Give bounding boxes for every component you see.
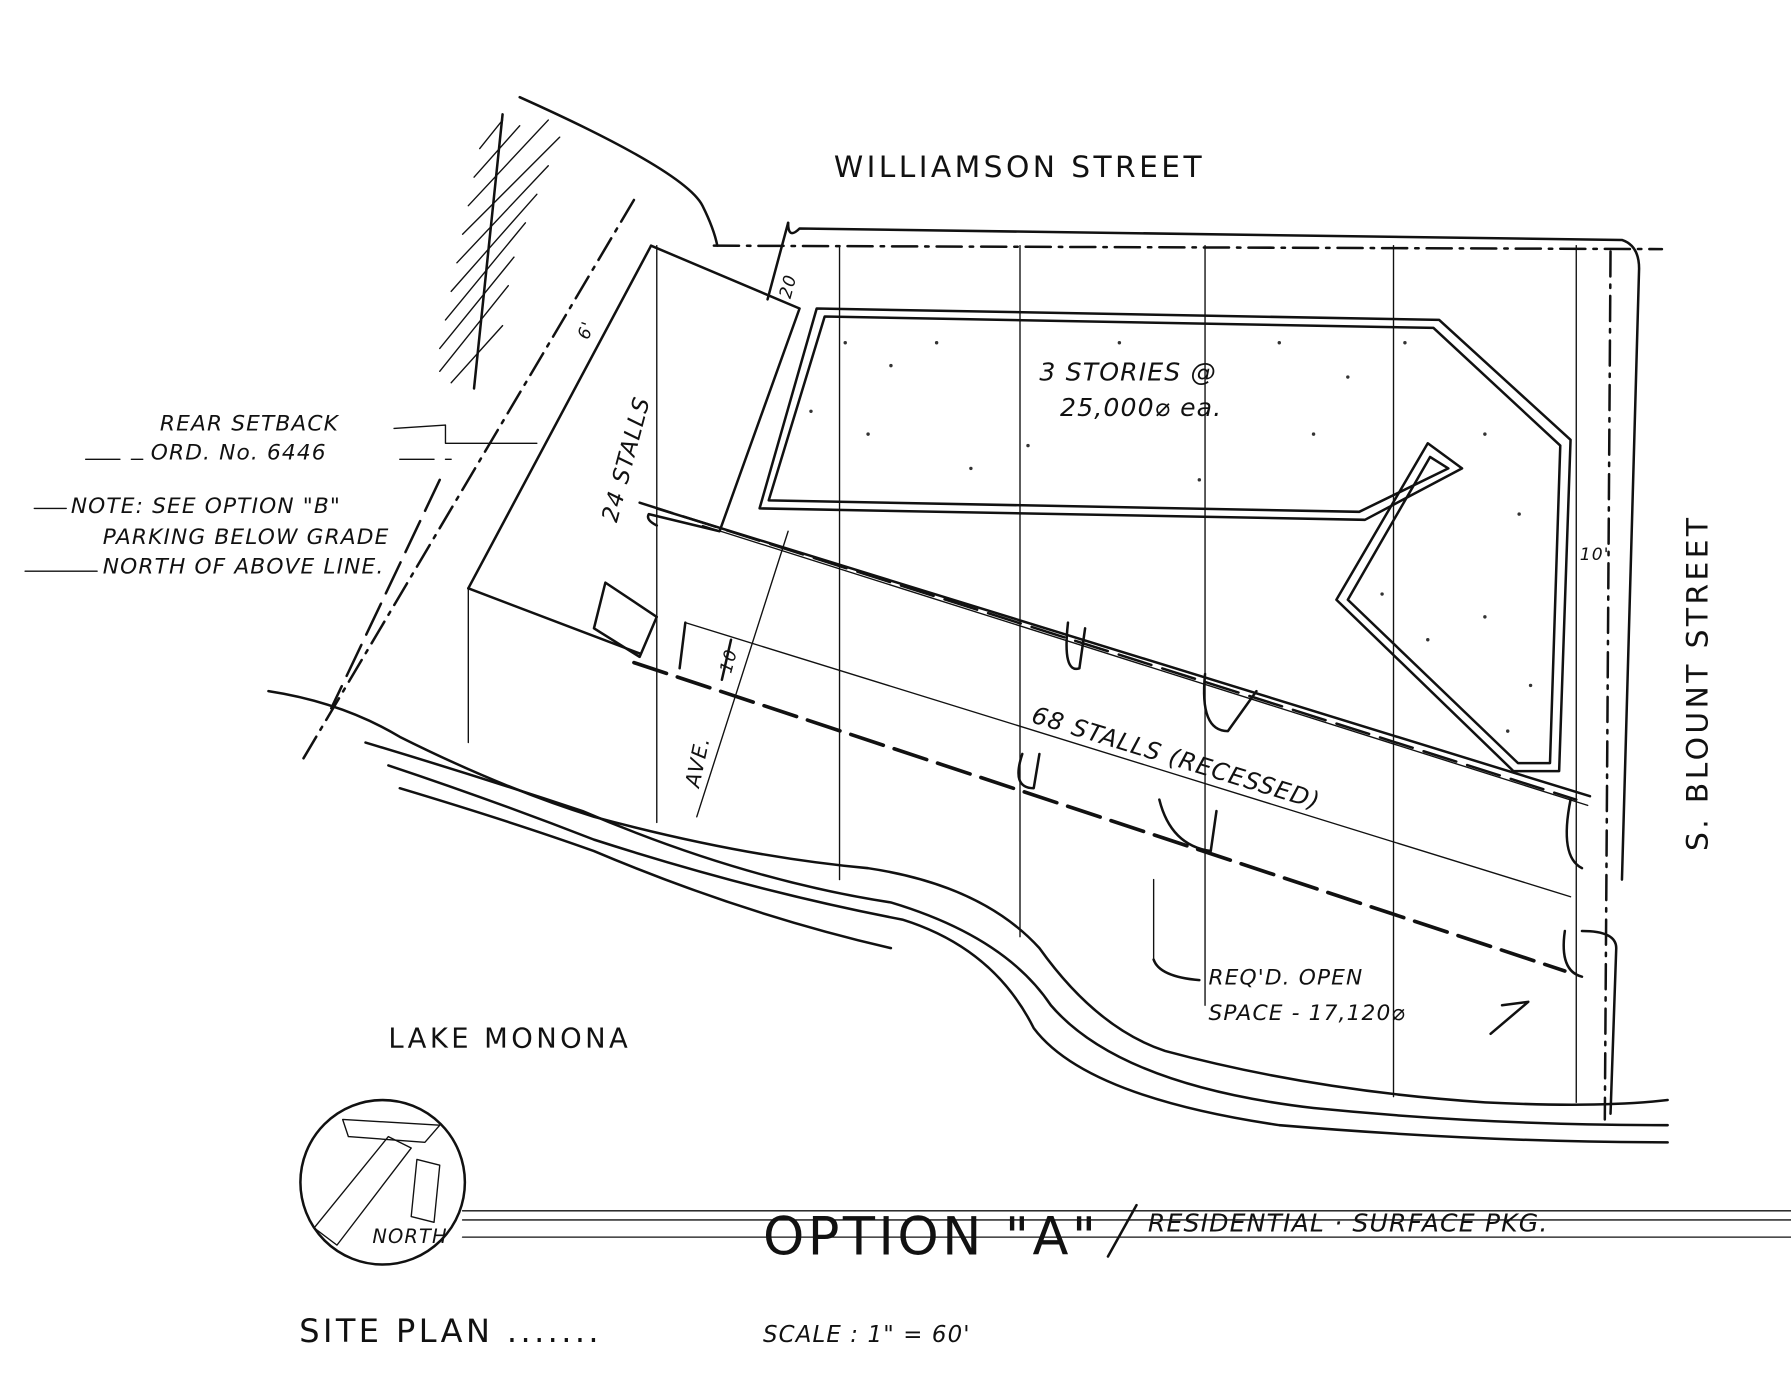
option-subtitle: RESIDENTIAL · SURFACE PKG. bbox=[1148, 1208, 1549, 1237]
building-stipple bbox=[809, 341, 1533, 733]
dimension-6ft: 6' bbox=[574, 319, 599, 343]
north-arrow-compass: NORTH bbox=[299, 1098, 467, 1266]
ave-label: AVE. bbox=[680, 734, 715, 791]
setback-note: REAR SETBACK ORD. No. 6446 bbox=[84, 412, 538, 465]
street-edges bbox=[301, 95, 1664, 1121]
open-space-line-2: SPACE - 17,120⌀ bbox=[1208, 1001, 1405, 1026]
blount-street-label: S. BLOUNT STREET bbox=[1681, 515, 1716, 852]
adjacent-building-hatch bbox=[439, 119, 561, 384]
open-space-line-1: REQ'D. OPEN bbox=[1208, 966, 1363, 991]
open-space-note: REQ'D. OPEN SPACE - 17,120⌀ bbox=[1208, 966, 1530, 1036]
grid-lines bbox=[467, 244, 1577, 1104]
parking-note: NOTE: SEE OPTION "B" PARKING BELOW GRADE… bbox=[24, 494, 390, 579]
setback-line-1: REAR SETBACK bbox=[160, 412, 340, 437]
building-stories-label: 3 STORIES @ bbox=[1039, 357, 1216, 386]
option-title: OPTION "A" bbox=[763, 1206, 1099, 1267]
building-footprint bbox=[758, 307, 1572, 773]
south-stalls-label: 68 STALLS (RECESSED) bbox=[1029, 701, 1324, 816]
building-area-label: 25,000⌀ ea. bbox=[1060, 393, 1222, 422]
dimension-10: 10 bbox=[717, 647, 743, 675]
setback-line-2: ORD. No. 6446 bbox=[151, 440, 327, 465]
note-line-3: NORTH OF ABOVE LINE. bbox=[103, 554, 385, 579]
site-plan-label: SITE PLAN ....... bbox=[299, 1312, 602, 1350]
note-line-1: NOTE: SEE OPTION "B" bbox=[71, 494, 341, 519]
parking-layout bbox=[467, 244, 1592, 982]
dimension-10ft: 10' bbox=[1580, 545, 1610, 565]
title-rules bbox=[461, 1203, 1791, 1258]
dimension-20: 20 bbox=[776, 272, 802, 300]
north-label: NORTH bbox=[372, 1225, 447, 1248]
scale-label: SCALE : 1" = 60' bbox=[763, 1322, 971, 1348]
williamson-street-label: WILLIAMSON STREET bbox=[834, 150, 1205, 185]
lake-shoreline bbox=[267, 689, 1669, 1144]
note-line-2: PARKING BELOW GRADE bbox=[103, 525, 390, 550]
lake-monona-label: LAKE MONONA bbox=[388, 1024, 631, 1055]
